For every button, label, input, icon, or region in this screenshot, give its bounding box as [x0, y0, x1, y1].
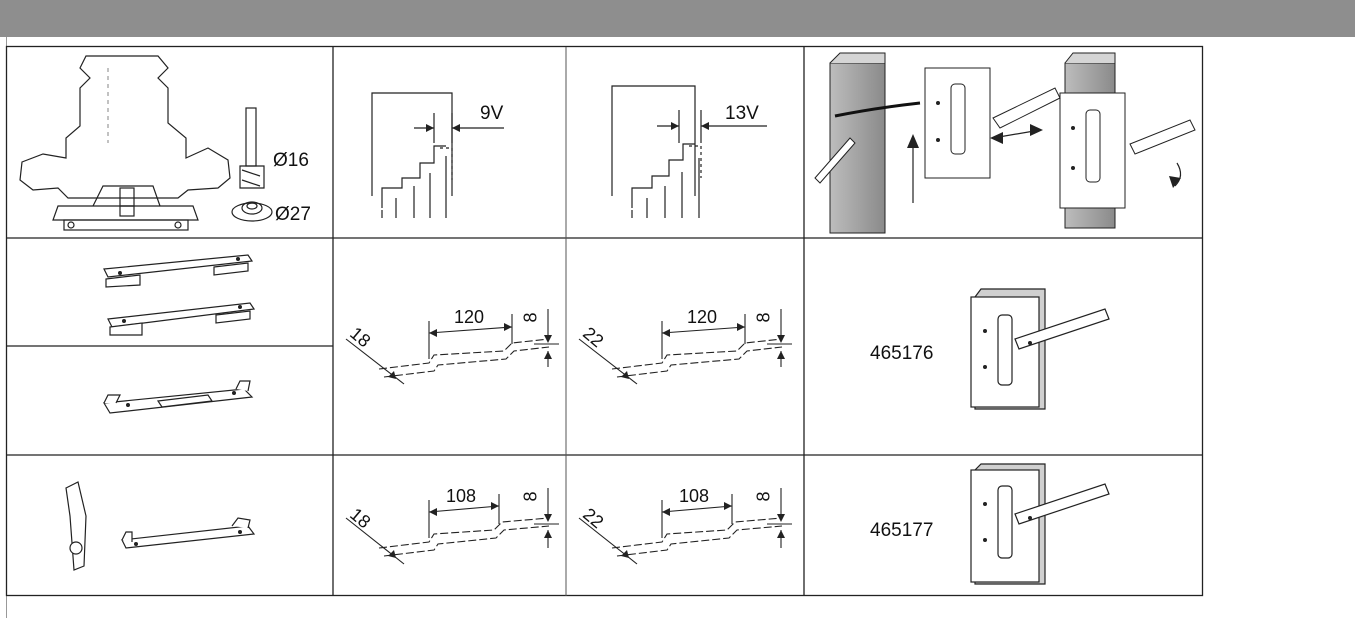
- ring-diameter-label: Ø27: [275, 204, 311, 225]
- router-cell: Ø16 Ø27: [8, 48, 332, 236]
- offset-13v-label: 13V: [725, 103, 759, 124]
- offset-13v-cell: 13V: [567, 48, 803, 236]
- template-cell-1: 465176: [805, 239, 1201, 454]
- template-drawing-2: [970, 463, 1110, 585]
- template-drawing-1: [970, 288, 1110, 410]
- template-number-label: 465177: [870, 520, 934, 541]
- template-cell-2: 465177: [805, 456, 1201, 594]
- dim-drawing-r1-a: [345, 309, 559, 385]
- offset-9v-label: 9V: [480, 103, 504, 124]
- dim-drawing-r2-a: [345, 488, 559, 565]
- profile-13v-drawing: [611, 85, 767, 218]
- dim-cell-r2-b: 22 108 8: [567, 456, 803, 594]
- template-number-label: 465176: [870, 343, 934, 364]
- length-label: 120: [687, 307, 718, 327]
- dim-cell-r2-a: 18 108 8: [334, 456, 565, 594]
- header-bar: [0, 0, 1355, 37]
- depth-label: 8: [520, 312, 541, 323]
- length-label: 108: [446, 486, 477, 506]
- strike-plates-drawing: [103, 254, 256, 336]
- dim-drawing-r1-b: [578, 309, 792, 385]
- keep-strike-drawing: [65, 481, 256, 571]
- bit-diameter-label: Ø16: [273, 150, 309, 171]
- guide-ring-icon: [231, 201, 273, 222]
- depth-label: 8: [520, 491, 541, 502]
- profile-9v-drawing: [371, 92, 504, 218]
- marking-cell: [805, 48, 1201, 236]
- depth-label: 8: [753, 491, 774, 502]
- router-drawing: [19, 55, 231, 231]
- length-label: 108: [679, 486, 710, 506]
- cutter-bit-icon: [239, 107, 265, 189]
- marking-drawing: [814, 52, 1196, 234]
- length-label: 120: [454, 307, 485, 327]
- depth-label: 8: [753, 312, 774, 323]
- keep-strike-cell: [8, 456, 332, 594]
- strike-plates-cell: [8, 239, 332, 345]
- dim-cell-r1-a: 18 120 8: [334, 239, 565, 454]
- strike-single-drawing: [102, 380, 254, 414]
- strike-single-cell: [8, 347, 332, 454]
- offset-9v-cell: 9V: [334, 48, 565, 236]
- dim-drawing-r2-b: [578, 488, 792, 565]
- dim-cell-r1-b: 22 120 8: [567, 239, 803, 454]
